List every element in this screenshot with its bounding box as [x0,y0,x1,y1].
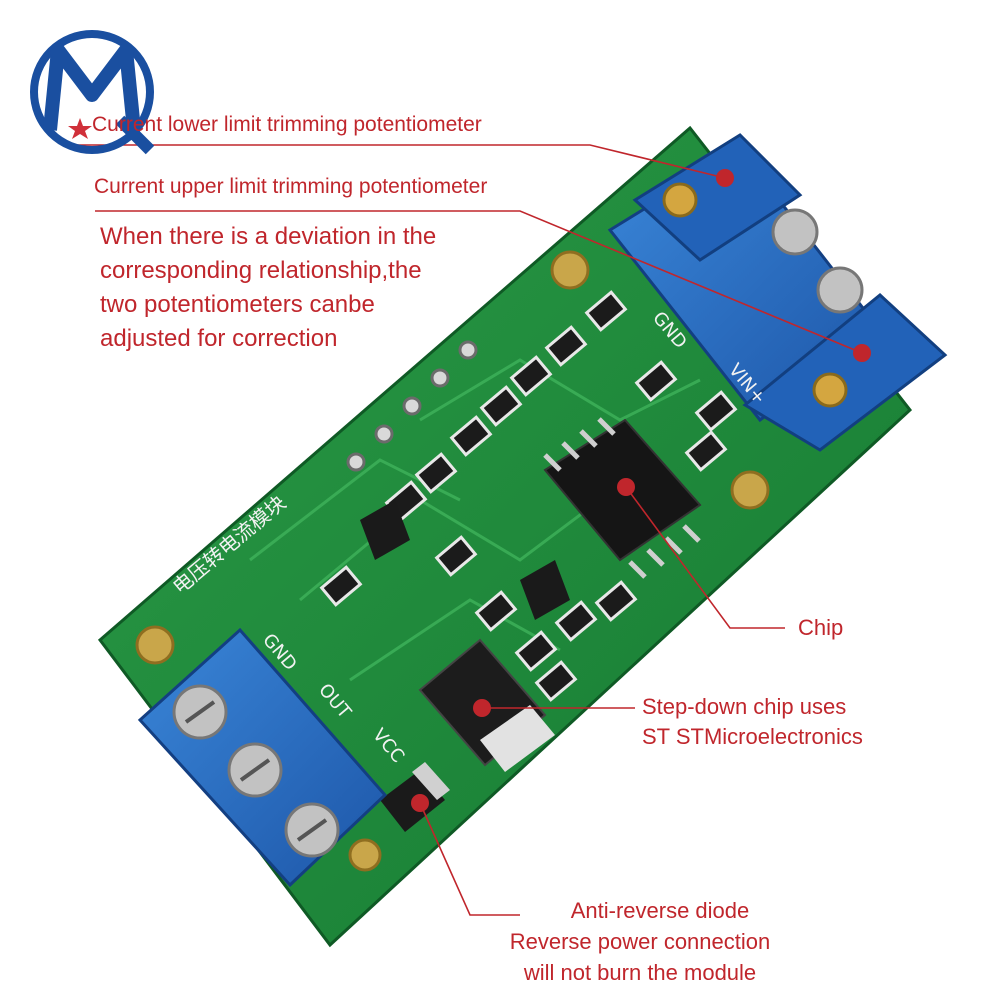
callout-lines [70,144,863,916]
potentiometer-upper [742,293,948,452]
callout-dots [411,169,871,812]
label-diode-1: Anti-reverse diode [570,898,750,923]
brand-logo [30,30,155,155]
output-terminal-block [137,627,388,888]
smd-resistors [319,290,738,702]
label-deviation-2: corresponding relationship,the [100,257,422,284]
label-step-down-2: ST STMicroelectronics [642,724,863,749]
transistors [360,500,570,620]
label-chip: Chip [798,615,844,640]
label-deviation-1: When there is a deviation in the [100,223,437,250]
label-upper-pot: Current upper limit trimming potentiomet… [94,175,488,198]
label-lower-pot: Current lower limit trimming potentiomet… [92,113,482,136]
label-diode-2: Reverse power connection [509,929,771,954]
label-deviation-4: adjusted for correction [100,325,338,352]
label-deviation-3: two potentiometers canbe [100,291,375,318]
label-diode-3: will not burn the module [523,960,757,985]
potentiometer-lower [632,133,803,262]
label-step-down-1: Step-down chip uses [642,694,847,719]
